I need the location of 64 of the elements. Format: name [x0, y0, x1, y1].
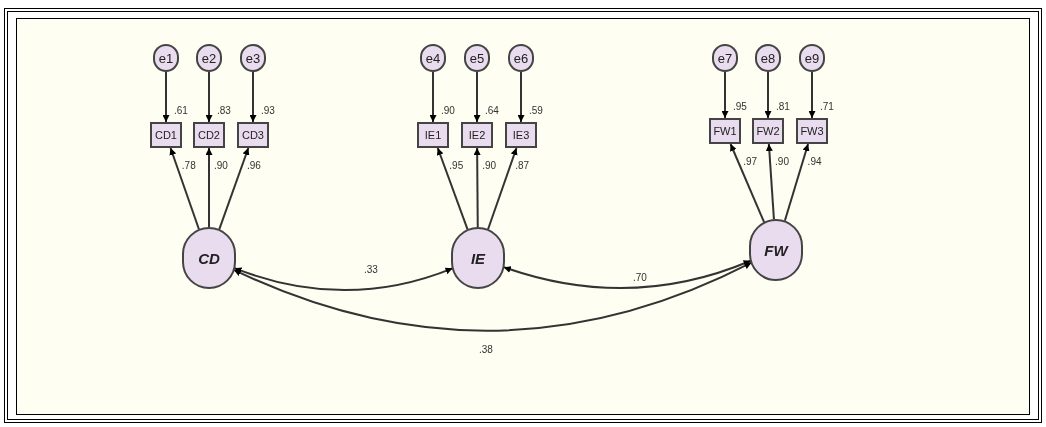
- node-label: FW2: [756, 125, 780, 137]
- arrow: [517, 71, 525, 123]
- r-squared-value: .59: [529, 106, 543, 116]
- arrow: [162, 71, 170, 123]
- node-label: CD1: [155, 129, 177, 141]
- edge-label: .90: [481, 161, 498, 171]
- node-label: CD3: [242, 129, 264, 141]
- edge-label: .97: [742, 157, 759, 167]
- r-squared-value: .95: [733, 102, 747, 112]
- node-label: FW1: [713, 125, 737, 137]
- node-label: IE: [470, 250, 486, 266]
- arrow: [764, 71, 772, 119]
- arrow: [429, 71, 437, 123]
- indicator-box: [417, 122, 449, 148]
- edge-label: .38: [478, 345, 494, 355]
- node-label: e8: [760, 51, 776, 65]
- node-label: e1: [158, 51, 174, 65]
- node-label: e2: [201, 51, 217, 65]
- r-squared-value: .81: [776, 102, 790, 112]
- arrow: [808, 71, 816, 119]
- r-squared-value: .90: [441, 106, 455, 116]
- node-label: IE3: [512, 129, 530, 141]
- arrow: [783, 143, 810, 222]
- arrow: [205, 71, 213, 123]
- edge-label: .95: [448, 161, 465, 171]
- r-squared-value: .64: [485, 106, 499, 116]
- edge-label: .96: [245, 161, 262, 171]
- edge-label: .94: [806, 157, 823, 167]
- arrow: [765, 143, 775, 221]
- edge-label: .90: [213, 161, 229, 171]
- node-label: FW: [764, 242, 788, 258]
- node-label: IE1: [424, 129, 442, 141]
- indicator-box: [709, 118, 741, 144]
- node-label: e9: [804, 51, 820, 65]
- indicator-box: [150, 122, 182, 148]
- node-label: IE2: [468, 129, 486, 141]
- arrow: [473, 71, 481, 123]
- r-squared-value: .61: [174, 106, 188, 116]
- edge-label: .78: [180, 161, 197, 171]
- node-label: e4: [425, 51, 441, 65]
- arrow: [721, 71, 729, 119]
- arrow: [249, 71, 257, 123]
- edge-label: .70: [632, 273, 648, 283]
- r-squared-value: .93: [261, 106, 275, 116]
- node-label: e5: [469, 51, 485, 65]
- r-squared-value: .71: [820, 102, 834, 112]
- node-label: CD: [198, 250, 220, 266]
- node-label: e7: [717, 51, 733, 65]
- arrow: [473, 147, 481, 228]
- indicator-box: [237, 122, 269, 148]
- indicator-box: [505, 122, 537, 148]
- indicator-box: [796, 118, 828, 144]
- indicator-box: [193, 122, 225, 148]
- node-label: e3: [245, 51, 261, 65]
- indicator-box: [752, 118, 784, 144]
- node-label: CD2: [198, 129, 220, 141]
- arrow: [205, 147, 213, 228]
- edge-label: .33: [363, 265, 379, 275]
- r-squared-value: .83: [217, 106, 231, 116]
- node-label: e6: [513, 51, 529, 65]
- indicator-box: [461, 122, 493, 148]
- node-label: FW3: [800, 125, 824, 137]
- edge-label: .87: [514, 161, 531, 171]
- edge-label: .90: [774, 157, 790, 167]
